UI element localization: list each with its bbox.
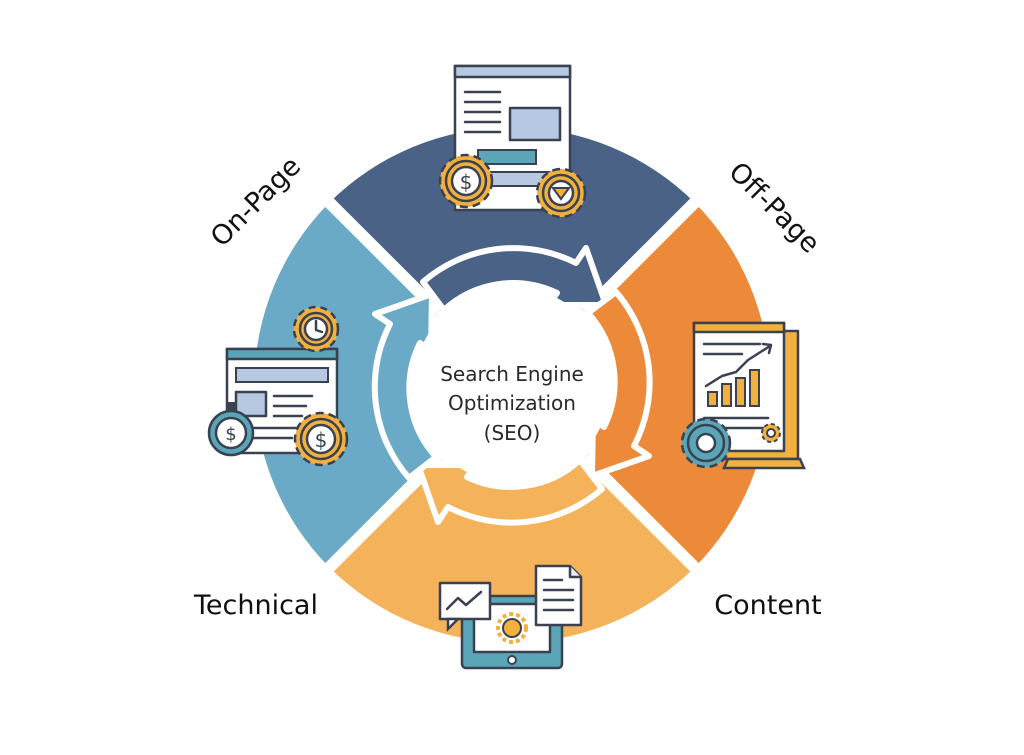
inner-cycle-arrows xyxy=(371,245,653,526)
arrow-technical xyxy=(371,291,439,481)
svg-text:$: $ xyxy=(315,428,328,452)
segment-technical xyxy=(254,202,439,568)
svg-text:$: $ xyxy=(460,170,473,194)
label-off-page: Off-Page xyxy=(722,156,825,259)
dollar-gear-icon: $ xyxy=(438,153,494,209)
sun-gear-icon xyxy=(496,612,528,644)
clock-gear-icon xyxy=(292,305,340,353)
label-on-page: On-Page xyxy=(205,151,307,253)
svg-text:$: $ xyxy=(225,424,236,445)
arrow-content xyxy=(415,457,605,526)
center-title-line3: (SEO) xyxy=(484,421,541,445)
webpage-with-gears-icon: $ xyxy=(438,64,587,219)
segment-off-page xyxy=(585,202,770,568)
center-circle xyxy=(414,287,610,483)
tablet-content-icon xyxy=(438,564,583,670)
small-gear-icon xyxy=(761,423,781,443)
arrow-off-page xyxy=(585,289,653,479)
label-content: Content xyxy=(714,590,821,621)
center-title-line2: Optimization xyxy=(448,391,576,415)
arrow-on-page xyxy=(420,245,609,313)
center-title-line1: Search Engine xyxy=(440,362,584,386)
dollar-timer-icon: $ xyxy=(207,402,255,457)
label-technical: Technical xyxy=(193,590,318,621)
dollar-gear-left-icon: $ xyxy=(293,411,349,467)
download-gear-icon xyxy=(535,167,587,219)
webpage-dollar-gears-icon: $ $ xyxy=(207,305,349,467)
growth-chart-document-icon xyxy=(680,321,806,470)
blue-gear-icon xyxy=(680,417,732,469)
segment-content xyxy=(329,458,695,643)
segment-on-page xyxy=(329,127,695,312)
